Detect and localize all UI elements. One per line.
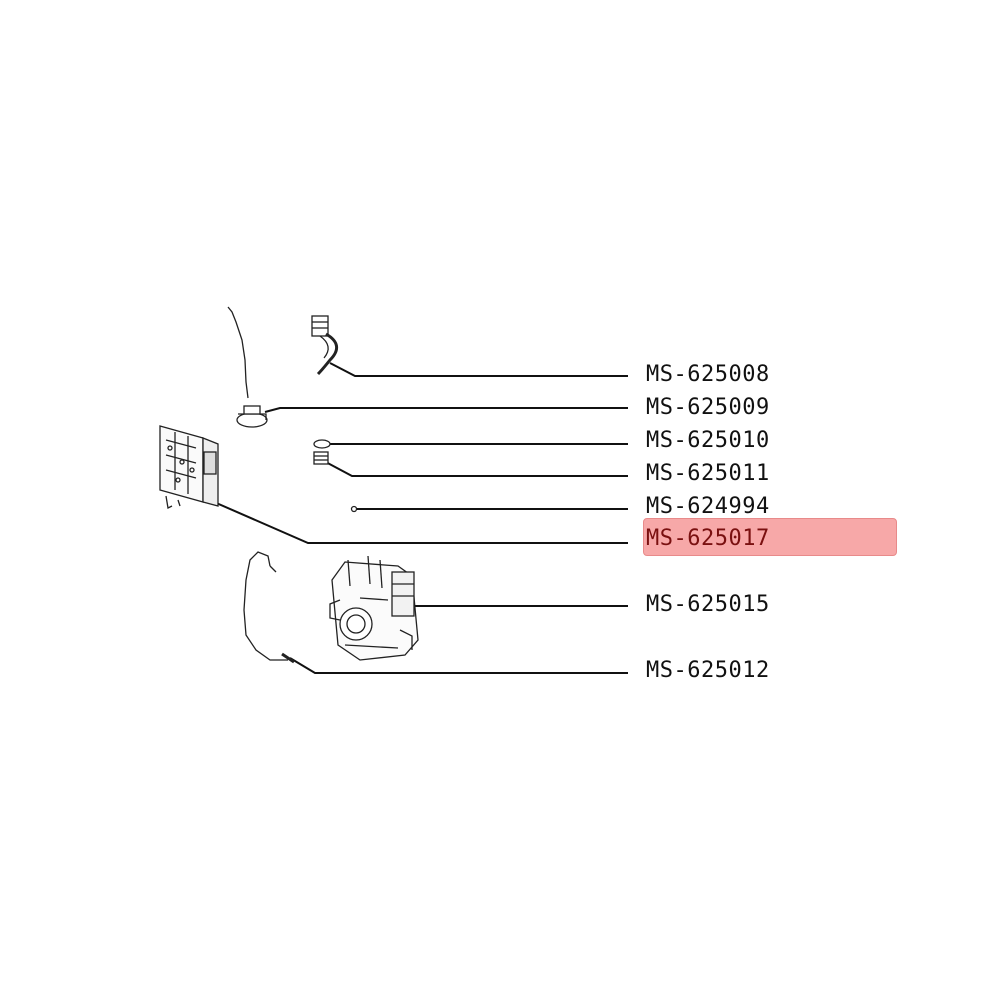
part-label-ms-625010[interactable]: MS-625010 <box>646 428 770 453</box>
part-label-ms-625011[interactable]: MS-625011 <box>646 461 770 486</box>
hose-fitting-part <box>311 315 338 376</box>
spring-nut-part <box>313 451 329 465</box>
selected-part-highlight <box>643 518 897 556</box>
leader-line-ms-625008 <box>329 362 628 377</box>
thermoblock-assembly-part <box>329 555 419 661</box>
part-label-ms-625017[interactable]: MS-625017 <box>646 526 770 551</box>
o-ring-part <box>313 439 331 449</box>
part-label-ms-625015[interactable]: MS-625015 <box>646 592 770 617</box>
leader-line-ms-625017 <box>197 494 628 544</box>
part-label-ms-624994[interactable]: MS-624994 <box>646 494 770 519</box>
pin-part <box>350 505 358 513</box>
leader-line-ms-625012 <box>289 657 628 674</box>
part-label-ms-625012[interactable]: MS-625012 <box>646 658 770 683</box>
cable-harness-part <box>243 551 295 664</box>
control-board-part <box>159 425 219 509</box>
leader-line-ms-625009 <box>264 407 628 413</box>
part-label-ms-625009[interactable]: MS-625009 <box>646 395 770 420</box>
leader-line-ms-625011 <box>321 459 628 477</box>
sensor-cable-part <box>227 306 268 428</box>
part-label-ms-625008[interactable]: MS-625008 <box>646 362 770 387</box>
